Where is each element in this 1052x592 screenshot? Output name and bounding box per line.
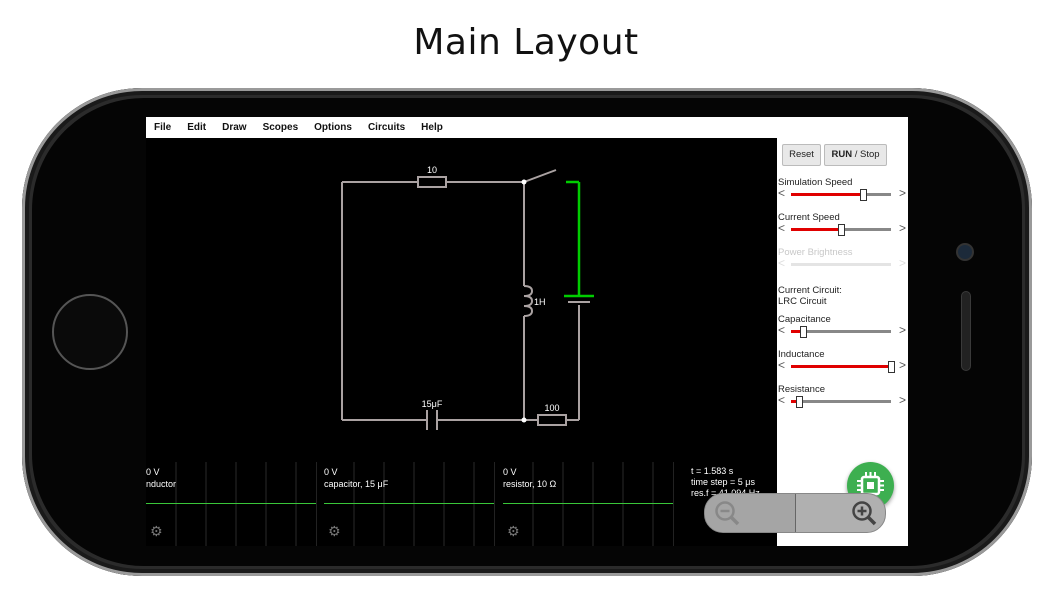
- gear-icon[interactable]: ⚙: [507, 524, 520, 540]
- menu-file[interactable]: File: [154, 122, 172, 133]
- capacitance-slider[interactable]: < >: [778, 323, 906, 338]
- scope-grid: [353, 462, 475, 546]
- run-stop-button[interactable]: RUN / Stop: [824, 144, 887, 166]
- menu-help[interactable]: Help: [421, 122, 443, 133]
- sim-time: t = 1.583 s: [691, 466, 734, 476]
- chevron-right-icon[interactable]: >: [898, 221, 906, 235]
- scope-voltage: 0 V: [324, 467, 338, 477]
- menu-circuits[interactable]: Circuits: [367, 122, 406, 133]
- capacitor-label: 15μF: [422, 399, 443, 409]
- resistor-bottom: [537, 414, 567, 426]
- scope-resistor[interactable]: 0 V resistor, 10 Ω ⚙: [503, 462, 674, 546]
- earpiece-speaker: [962, 292, 970, 370]
- scope-name: nductor: [146, 479, 177, 489]
- home-button[interactable]: [52, 294, 128, 370]
- stop-label: / Stop: [852, 149, 880, 160]
- sim-speed-label: Simulation Speed: [778, 177, 853, 188]
- circuit-diagram[interactable]: 10 1H 15μF 100: [146, 138, 777, 462]
- sim-speed-slider[interactable]: < >: [778, 186, 906, 201]
- zoom-out-icon: [715, 501, 740, 526]
- app-screen: File Edit Draw Scopes Options Circuits H…: [146, 117, 908, 546]
- control-panel: Reset RUN / Stop Simulation Speed < > Cu…: [777, 138, 908, 546]
- chevron-left-icon[interactable]: <: [778, 393, 786, 407]
- menu-options[interactable]: Options: [314, 122, 352, 133]
- resistor-bottom-label: 100: [544, 403, 559, 413]
- chevron-right-icon[interactable]: >: [898, 323, 906, 337]
- menu-draw[interactable]: Draw: [222, 122, 247, 133]
- scope-grid: [175, 462, 297, 546]
- current-speed-slider[interactable]: < >: [778, 221, 906, 236]
- chevron-left-icon[interactable]: <: [778, 186, 786, 200]
- resistor-top: [417, 176, 447, 188]
- zoom-in-button[interactable]: [796, 494, 885, 532]
- switch-blade: [523, 169, 557, 183]
- slider-thumb[interactable]: [860, 189, 867, 201]
- scope-trace: [324, 503, 494, 504]
- scope-grid: [532, 462, 654, 546]
- inductor-label: 1H: [534, 297, 546, 307]
- zoom-control: [704, 493, 886, 533]
- current-speed-label: Current Speed: [778, 212, 840, 223]
- slider-thumb[interactable]: [796, 396, 803, 408]
- scope-voltage: 0 V: [503, 467, 517, 477]
- current-circuit-label: Current Circuit:: [778, 285, 842, 296]
- scope-inductor[interactable]: 0 V nductor ⚙: [146, 462, 317, 546]
- slider-thumb[interactable]: [888, 361, 895, 373]
- page-heading: Main Layout: [413, 22, 639, 63]
- reset-button[interactable]: Reset: [782, 144, 821, 166]
- resistor-top-label: 10: [427, 165, 437, 175]
- gear-icon[interactable]: ⚙: [328, 524, 341, 540]
- menu-bar: File Edit Draw Scopes Options Circuits H…: [146, 117, 908, 138]
- time-step: time step = 5 μs: [691, 477, 755, 487]
- chevron-left-icon[interactable]: <: [778, 323, 786, 337]
- chevron-left-icon[interactable]: <: [778, 221, 786, 235]
- power-brightness-slider: < >: [778, 256, 906, 270]
- scope-name: resistor, 10 Ω: [503, 479, 557, 489]
- circuit-canvas[interactable]: 10 1H 15μF 100: [146, 138, 777, 546]
- menu-scopes[interactable]: Scopes: [262, 122, 299, 133]
- scope-trace: [503, 503, 673, 504]
- scope-area[interactable]: 0 V nductor ⚙ 0 V capacitor, 15 μF ⚙ 0 V: [146, 462, 777, 546]
- chevron-right-icon: >: [898, 256, 906, 270]
- resistance-slider[interactable]: < >: [778, 393, 906, 408]
- run-label: RUN: [831, 149, 853, 160]
- inductor: [523, 285, 534, 317]
- scope-name: capacitor, 15 μF: [324, 479, 389, 489]
- inductance-label: Inductance: [778, 349, 825, 360]
- inductance-slider[interactable]: < >: [778, 358, 906, 373]
- scope-voltage: 0 V: [146, 467, 160, 477]
- zoom-out-button[interactable]: [705, 494, 796, 532]
- resistance-label: Resistance: [778, 384, 825, 395]
- gear-icon[interactable]: ⚙: [150, 524, 163, 540]
- scope-trace: [146, 503, 316, 504]
- current-circuit-info: Current Circuit: LRC Circuit: [778, 285, 842, 307]
- zoom-in-icon: [852, 501, 877, 526]
- menu-edit[interactable]: Edit: [187, 122, 207, 133]
- junction-dot: [521, 417, 527, 423]
- chevron-right-icon[interactable]: >: [898, 393, 906, 407]
- scope-capacitor[interactable]: 0 V capacitor, 15 μF ⚙: [324, 462, 495, 546]
- chevron-right-icon[interactable]: >: [898, 186, 906, 200]
- capacitance-label: Capacitance: [778, 314, 831, 325]
- power-brightness-label: Power Brightness: [778, 247, 853, 258]
- chevron-left-icon: <: [778, 256, 786, 270]
- current-circuit-name: LRC Circuit: [778, 296, 827, 307]
- chevron-left-icon[interactable]: <: [778, 358, 786, 372]
- slider-thumb[interactable]: [800, 326, 807, 338]
- front-camera: [958, 245, 972, 259]
- chevron-right-icon[interactable]: >: [898, 358, 906, 372]
- junction-dot: [521, 179, 527, 185]
- slider-thumb[interactable]: [838, 224, 845, 236]
